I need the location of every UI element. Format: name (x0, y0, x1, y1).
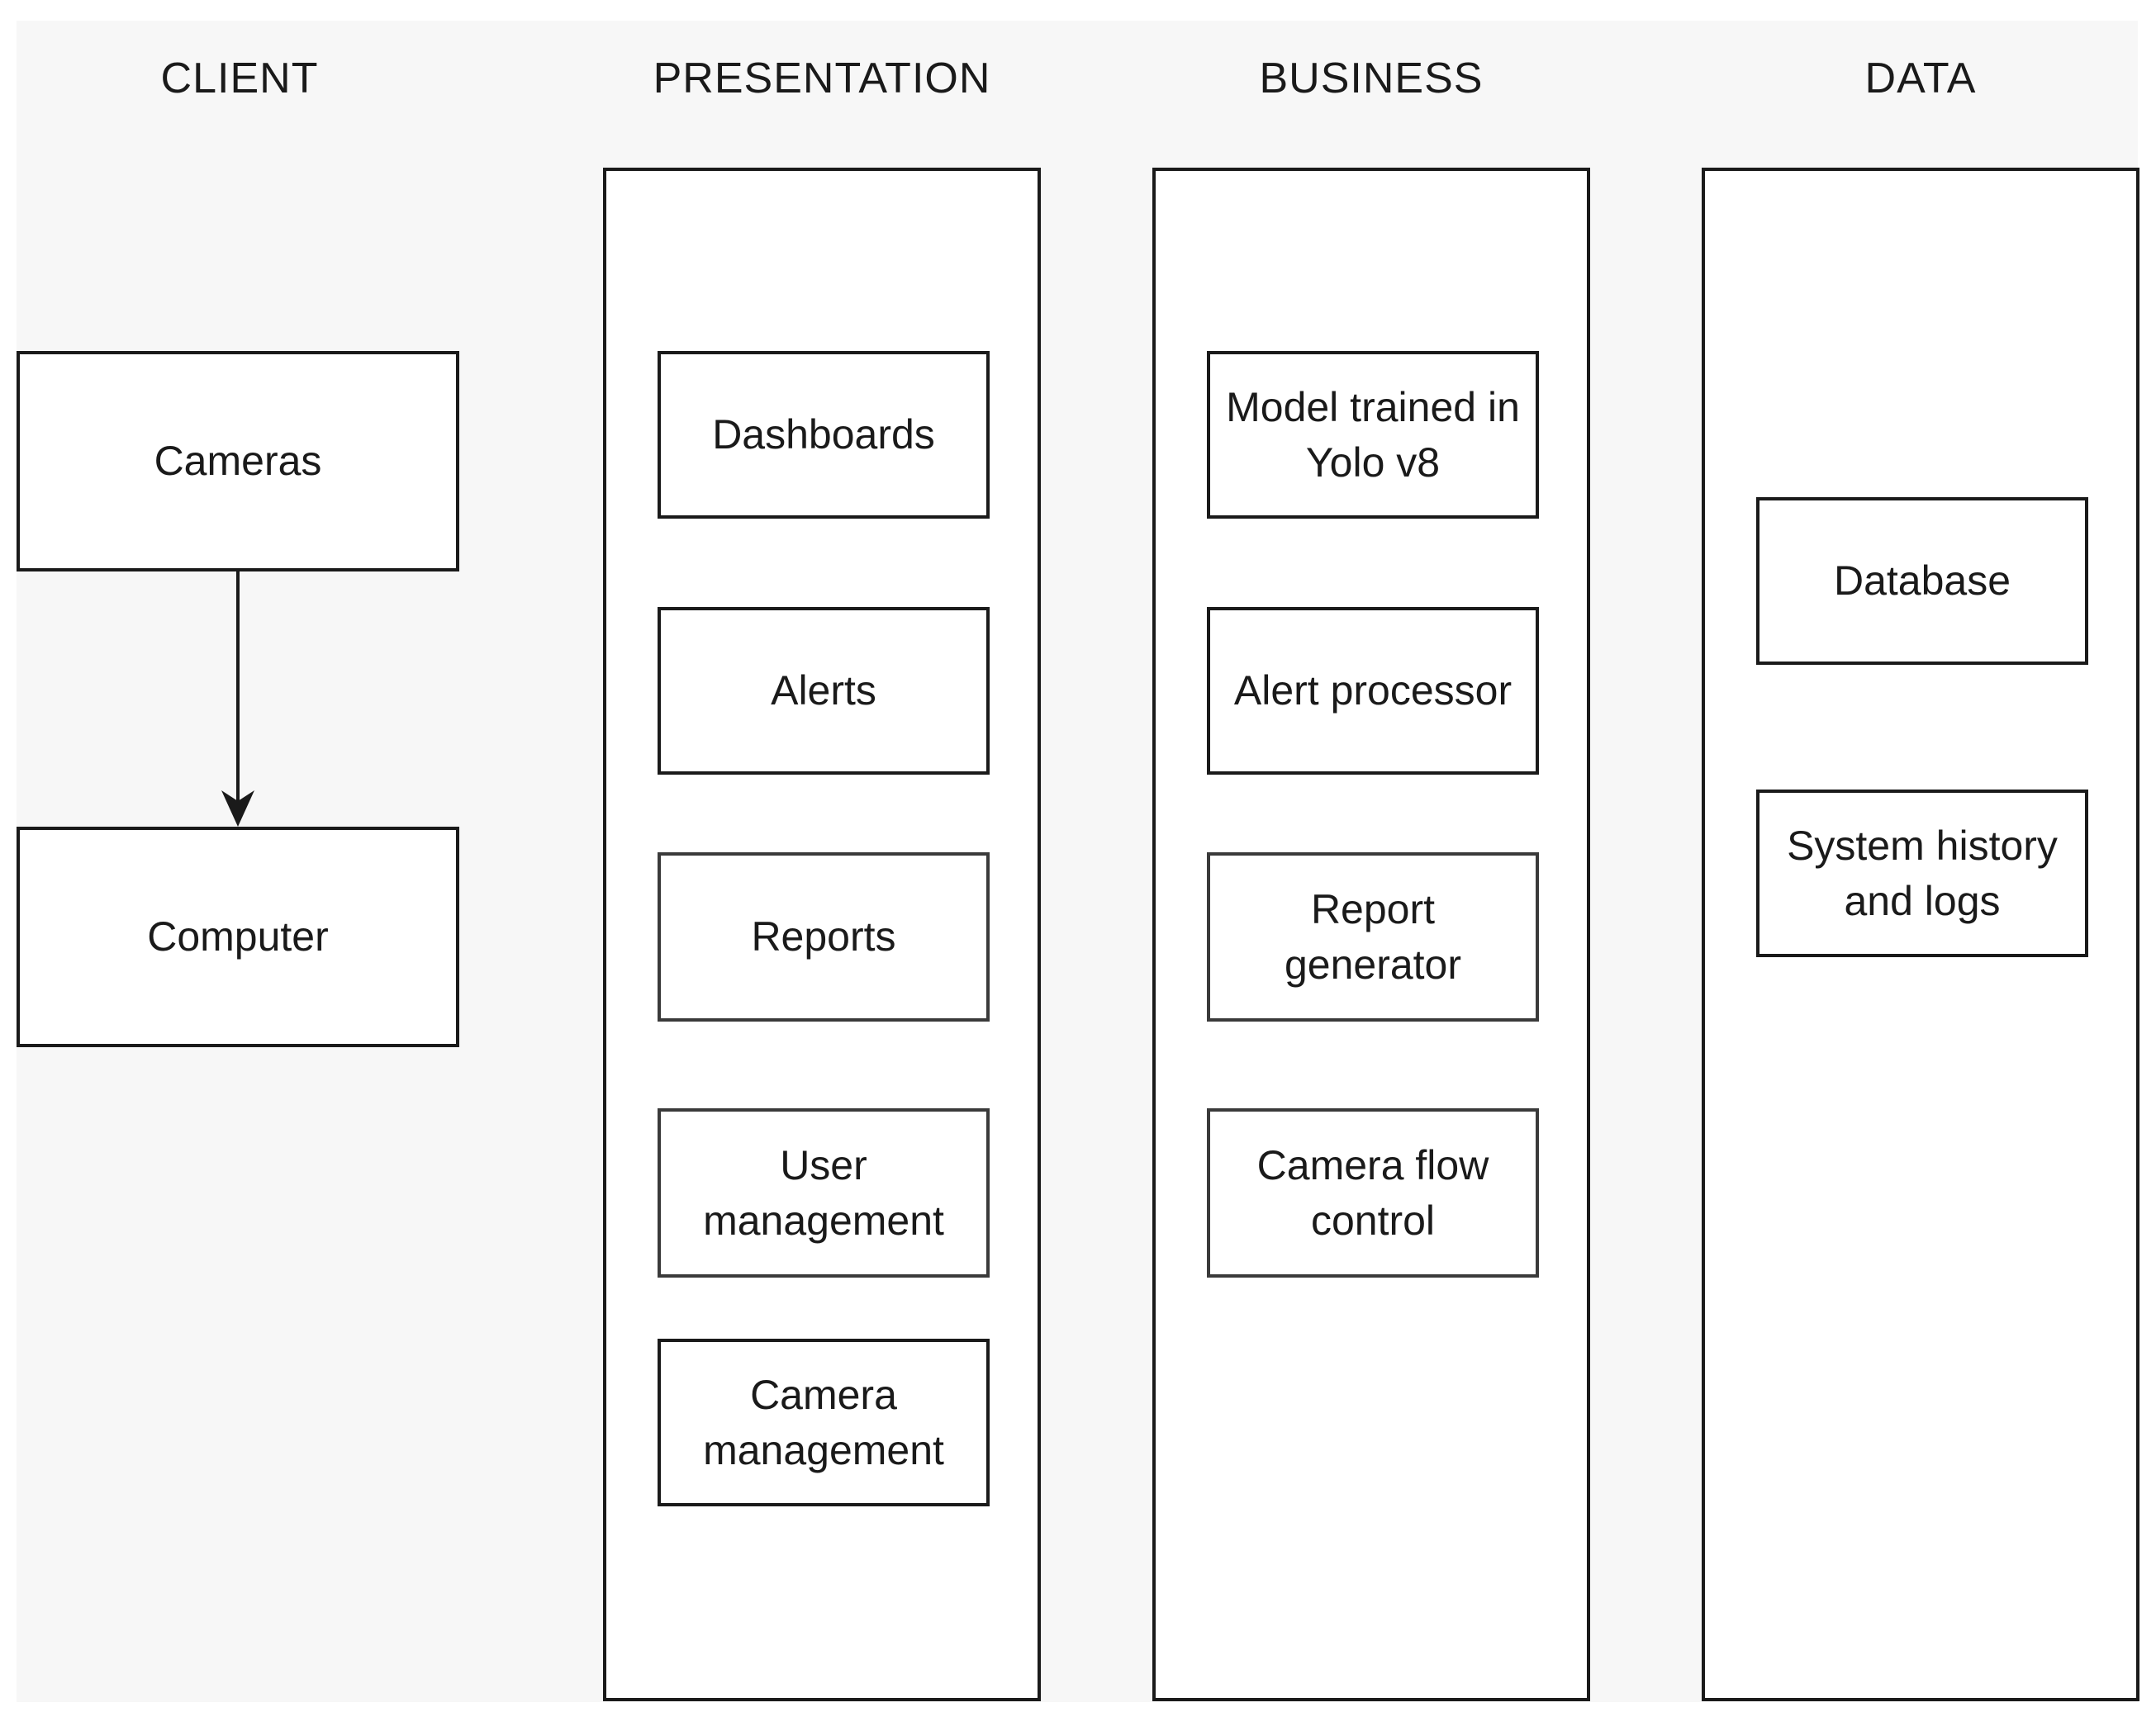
node-user-management-line1: User (780, 1141, 867, 1188)
node-user-management-line2: management (703, 1197, 944, 1244)
node-camera-flow-control-line1: Camera flow (1256, 1141, 1489, 1188)
node-report-generator-line2: generator (1284, 941, 1462, 988)
lane-title-client: CLIENT (160, 55, 319, 102)
node-alerts: Alerts (658, 607, 990, 775)
node-model-yolo-line2: Yolo v8 (1305, 439, 1441, 486)
node-system-history: System history and logs (1756, 790, 2088, 957)
node-system-history-line1: System history (1787, 822, 2058, 869)
node-alerts-label: Alerts (771, 667, 876, 714)
lane-title-presentation: PRESENTATION (653, 55, 991, 102)
node-model-yolo: Model trained in Yolo v8 (1207, 351, 1539, 519)
node-report-generator-line1: Report (1310, 885, 1436, 932)
node-database-label: Database (1833, 557, 2011, 604)
node-report-generator: Report generator (1207, 852, 1539, 1022)
node-dashboards-label: Dashboards (712, 411, 935, 458)
node-user-management: User management (658, 1108, 990, 1278)
node-system-history-line2: and logs (1844, 877, 2001, 924)
node-dashboards: Dashboards (658, 351, 990, 519)
node-computer: Computer (17, 827, 459, 1047)
node-alert-processor-label: Alert processor (1233, 667, 1513, 714)
node-camera-flow-control-line2: control (1310, 1197, 1436, 1244)
node-database: Database (1756, 497, 2088, 665)
node-camera-management: Camera management (658, 1339, 990, 1506)
node-alert-processor: Alert processor (1207, 607, 1539, 775)
node-cameras: Cameras (17, 351, 459, 571)
node-camera-management-line2: management (703, 1426, 944, 1473)
lane-title-business: BUSINESS (1259, 55, 1484, 102)
node-model-yolo-line1: Model trained in (1226, 383, 1520, 430)
node-cameras-label: Cameras (154, 438, 322, 484)
node-computer-label: Computer (147, 913, 329, 960)
lane-title-data: DATA (1864, 55, 1977, 102)
node-reports-label: Reports (751, 913, 896, 960)
node-camera-flow-control: Camera flow control (1207, 1108, 1539, 1278)
node-reports: Reports (658, 852, 990, 1022)
node-camera-management-line1: Camera (750, 1371, 897, 1418)
